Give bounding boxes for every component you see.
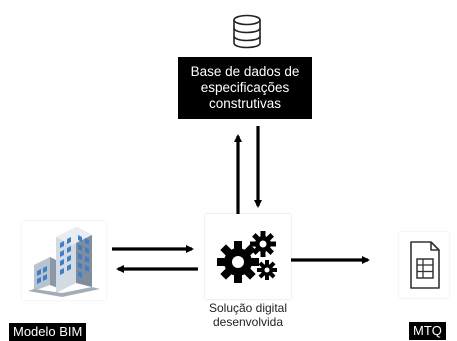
database-box: Base de dados de especificações construt… <box>178 57 312 119</box>
solution-caption-line-2: desenvolvida <box>212 315 284 329</box>
solution-caption: Solução digital desenvolvida <box>187 301 309 329</box>
spreadsheet-file-icon <box>410 241 440 289</box>
bim-label: Modelo BIM <box>9 323 87 341</box>
database-line-2: especificações <box>200 80 290 95</box>
building-icon <box>28 227 100 297</box>
database-line-1: Base de dados de <box>190 64 300 79</box>
mtq-label: MTQ <box>409 322 446 340</box>
bim-panel <box>22 221 106 300</box>
solution-caption-line-1: Solução digital <box>208 301 288 315</box>
database-line-3: construtivas <box>208 96 282 111</box>
solution-panel <box>205 214 291 299</box>
mtq-panel <box>399 232 449 298</box>
gears-icon <box>217 231 277 283</box>
